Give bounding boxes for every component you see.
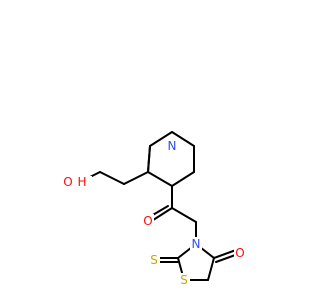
- hydroxyl-hydrogen-label: H: [77, 175, 86, 189]
- bond: [123, 171, 149, 185]
- thione-sulfur-label: S: [150, 253, 158, 267]
- hydroxyl-oxygen-label: O: [63, 175, 72, 189]
- ketone-oxygen-label: O: [235, 246, 244, 260]
- bond: [149, 131, 173, 147]
- bond: [207, 257, 215, 281]
- bond: [147, 171, 173, 187]
- ring-sulfur-label: S: [180, 273, 188, 287]
- bond: [171, 131, 195, 147]
- structure-drawing: O H N O N S S O F: [63, 131, 246, 287]
- bond: [171, 207, 197, 223]
- piperidine-nitrogen-label: N: [168, 139, 177, 153]
- bond: [99, 171, 125, 185]
- amide-oxygen-label: O: [143, 214, 152, 228]
- bond: [213, 249, 237, 259]
- bond: [147, 145, 151, 173]
- atom-label-backgrounds: [64, 139, 246, 287]
- thiazolidine-nitrogen-label: N: [192, 237, 201, 251]
- molecule-canvas: O H N O N S S O F: [63, 131, 246, 287]
- bond: [171, 171, 195, 187]
